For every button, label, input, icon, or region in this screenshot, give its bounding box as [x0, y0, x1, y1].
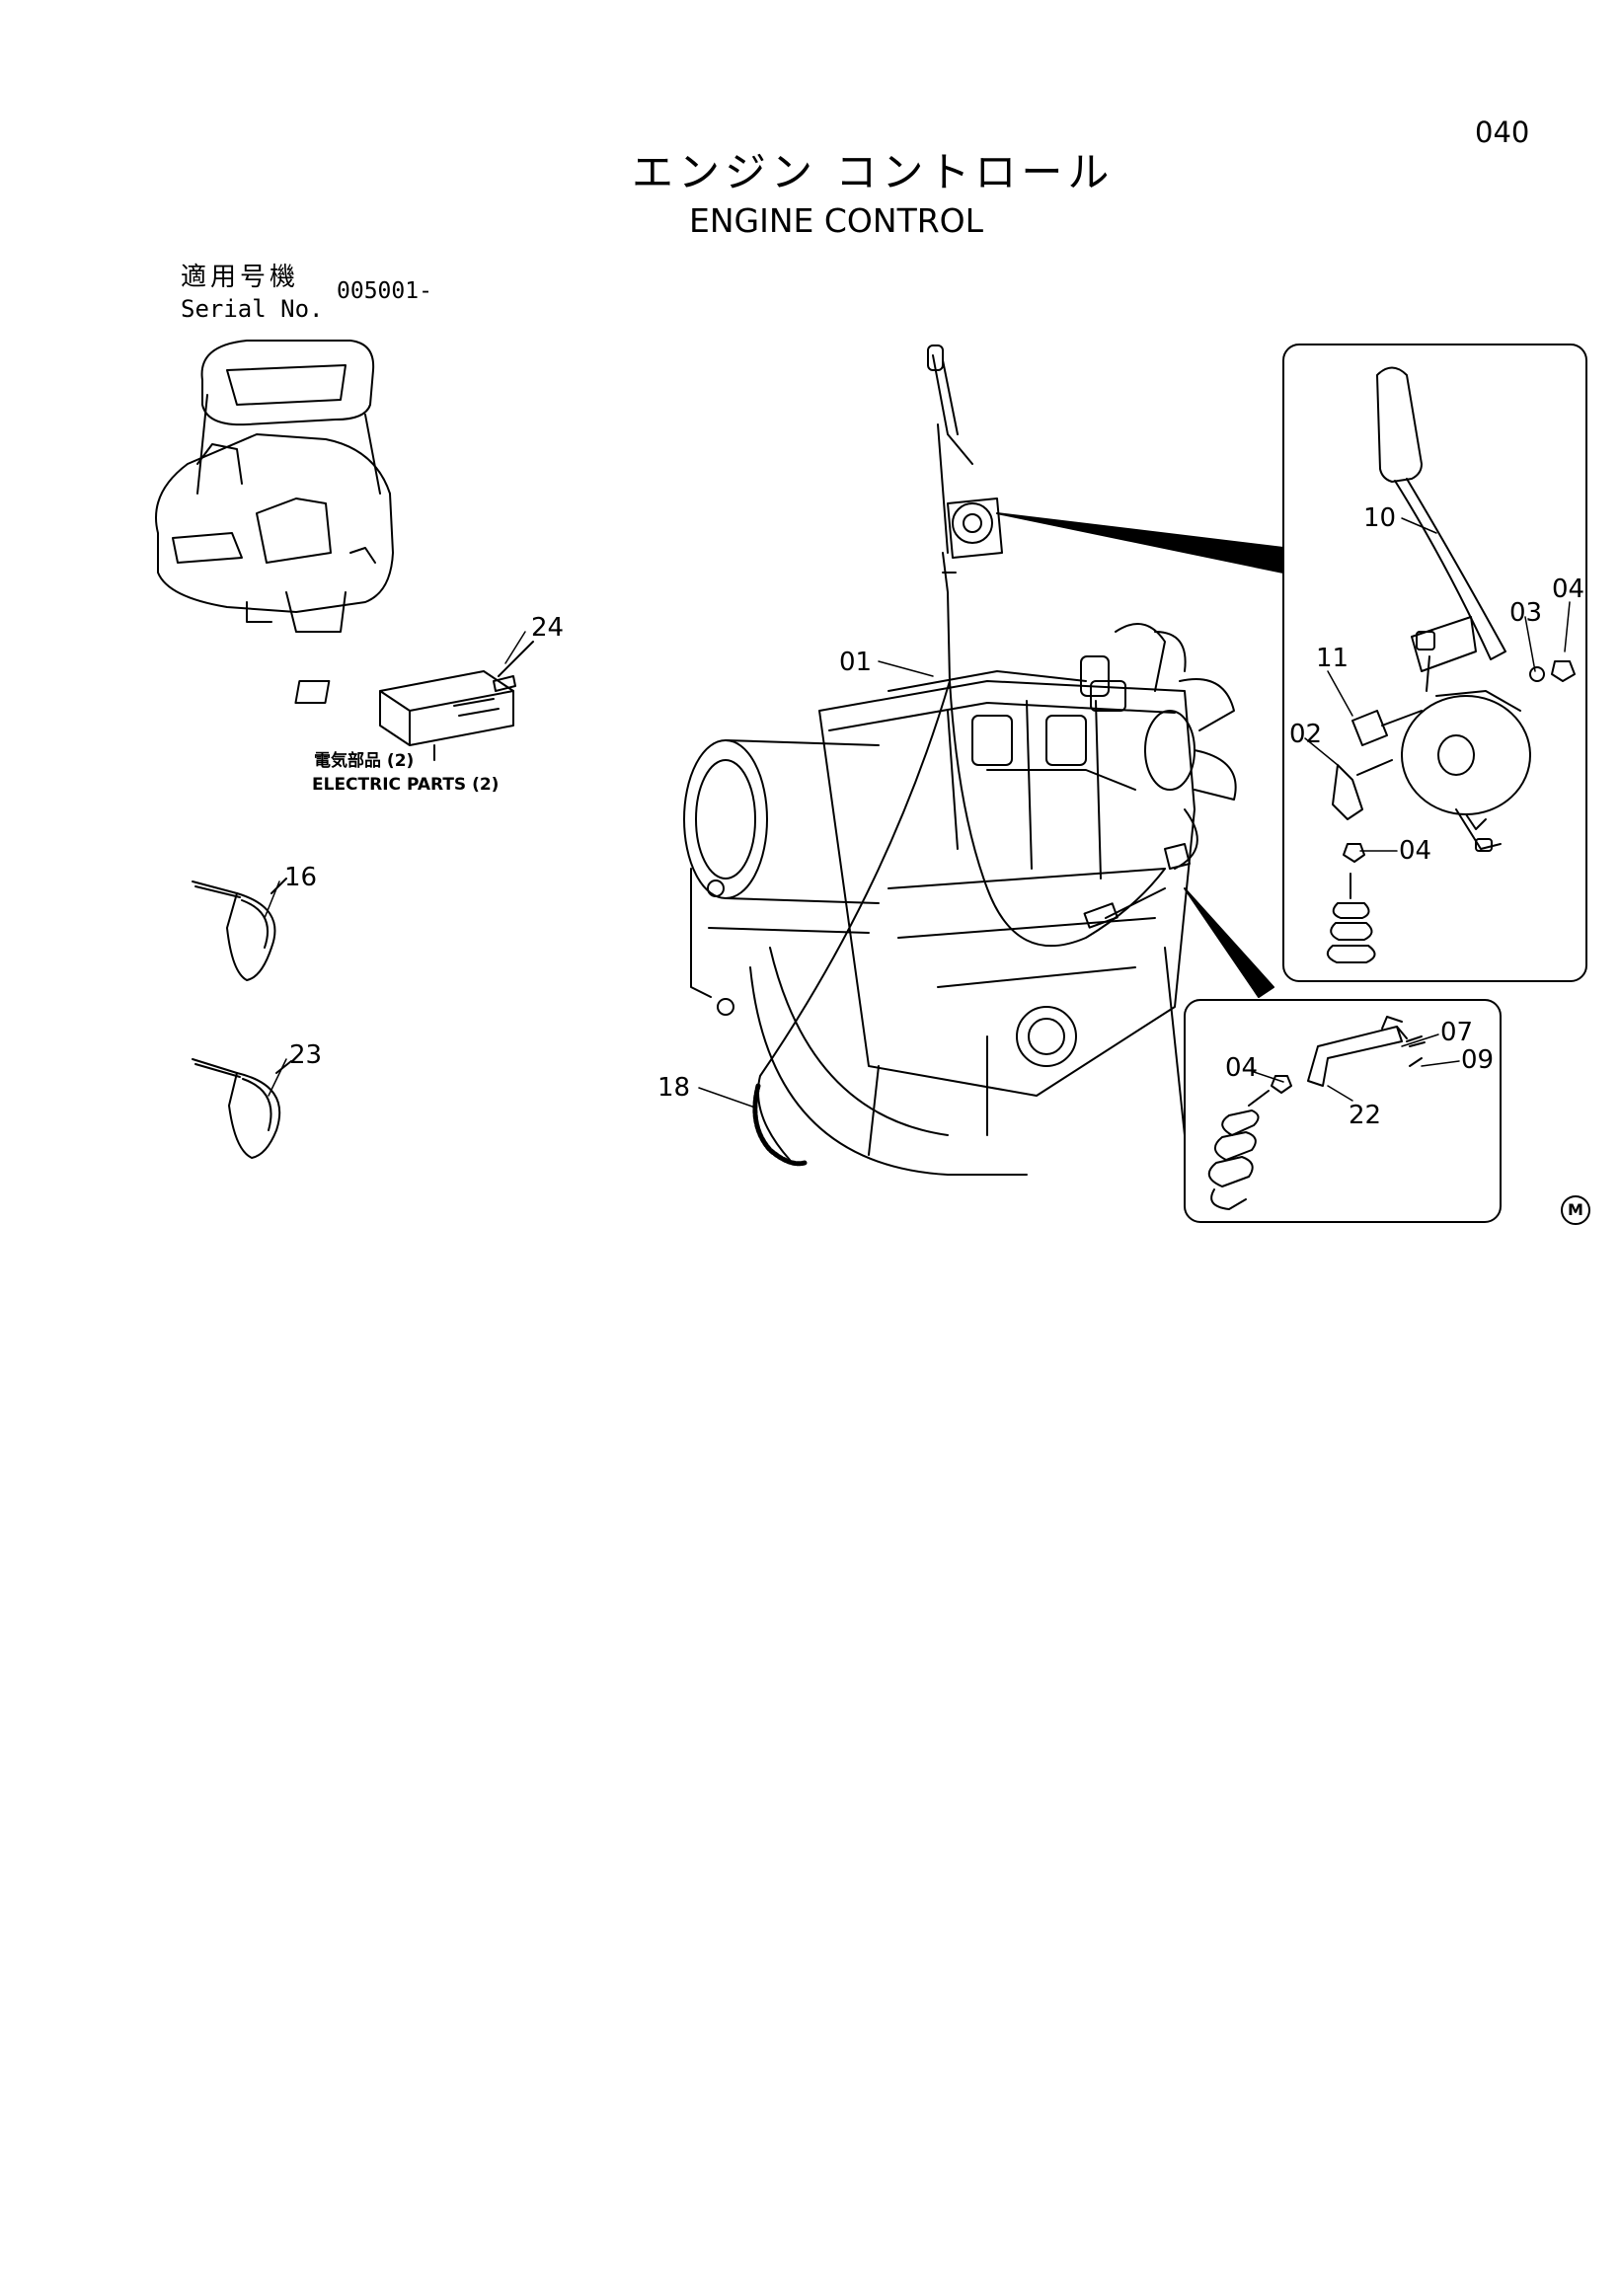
engine-assembly	[683, 344, 1237, 1176]
title-english: ENGINE CONTROL	[689, 201, 984, 240]
electric-parts-english: ELECTRIC PARTS (2)	[312, 775, 500, 795]
callout-09: 09	[1461, 1045, 1495, 1075]
bracket-detail	[1184, 999, 1502, 1223]
callout-23: 23	[289, 1040, 323, 1070]
detail-pointers	[996, 512, 1284, 998]
callout-07: 07	[1440, 1018, 1474, 1047]
serial-label-japanese: 適用号機	[181, 263, 300, 292]
leader-lines	[264, 517, 1571, 1109]
callout-22: 22	[1349, 1101, 1382, 1130]
throttle-lever-detail	[1282, 344, 1587, 982]
serial-label-english: Serial No.	[181, 295, 324, 323]
page-number: 040	[1475, 115, 1530, 149]
callout-04-top: 04	[1552, 574, 1585, 604]
callout-24: 24	[531, 613, 565, 643]
callout-01: 01	[839, 648, 873, 677]
callout-16: 16	[284, 863, 318, 892]
serial-value: 005001-	[337, 278, 432, 304]
callout-04-mid: 04	[1399, 836, 1432, 866]
callout-11: 11	[1316, 644, 1350, 673]
callout-02: 02	[1289, 720, 1323, 749]
cable-tie-16	[192, 878, 287, 981]
callout-10: 10	[1363, 503, 1397, 533]
callout-04-bottom: 04	[1225, 1053, 1259, 1083]
marker-m: M	[1561, 1195, 1590, 1225]
cab-icon	[155, 340, 394, 633]
cable-tie-23	[192, 1058, 292, 1159]
electric-parts-japanese: 電気部品 (2)	[314, 751, 415, 771]
title-japanese: エンジン コントロール	[632, 148, 1115, 196]
monitor-panel	[294, 641, 534, 761]
callout-18: 18	[657, 1073, 691, 1103]
